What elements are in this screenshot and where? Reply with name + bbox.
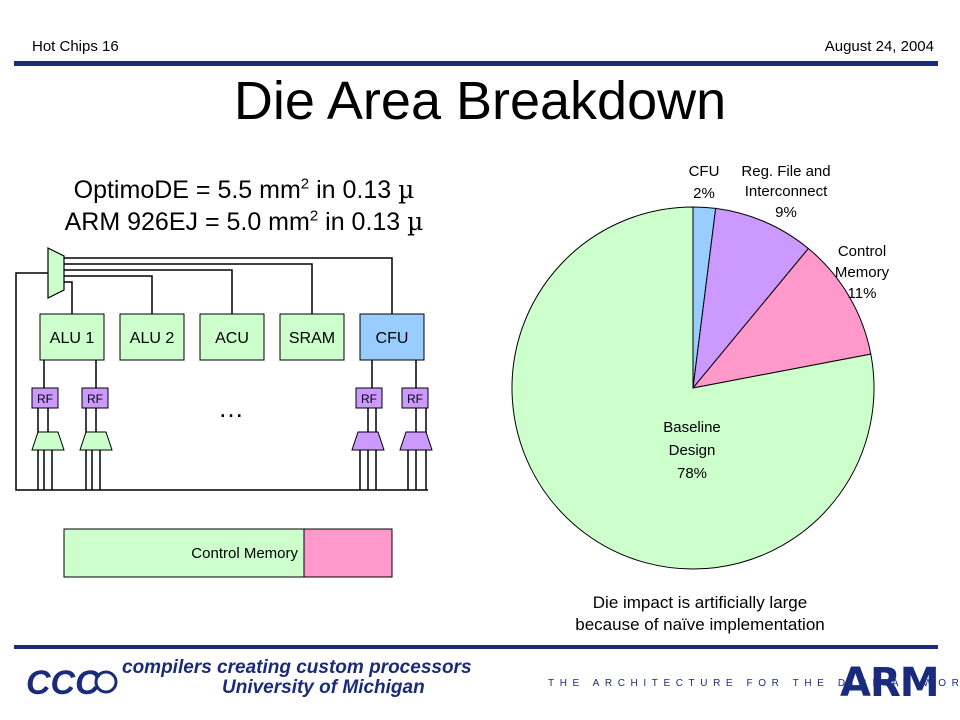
mux-small-1	[31, 431, 65, 451]
unit-cfu: CFU	[376, 330, 409, 347]
control-memory-extra	[303, 528, 393, 578]
ellipsis: …	[218, 393, 244, 423]
unit-acu-box	[199, 313, 265, 361]
arm-tagline: THE ARCHITECTURE FOR THE DIGITAL WORLD®	[548, 678, 960, 689]
unit-alu2: ALU 2	[130, 330, 175, 347]
ccc-logo: CCC	[26, 664, 118, 702]
pie-slice-baseline	[511, 206, 875, 570]
area-line-optimode: OptimoDE = 5.5 mm2 in 0.13 µ	[24, 175, 464, 205]
impact-note-line2: because of naïve implementation	[575, 615, 825, 634]
rf-label-2: RF	[87, 392, 103, 406]
label-cfu-pct: 2%	[693, 185, 715, 202]
mux-block	[47, 247, 65, 299]
hammer-sickle-icon	[94, 670, 118, 694]
rf-box-2	[81, 387, 109, 409]
mux-small-3	[351, 431, 385, 451]
pie-slices	[511, 206, 875, 570]
slide-title: Die Area Breakdown	[233, 71, 727, 131]
label-cfu-name: CFU	[689, 163, 720, 180]
area-line2-sup: 2	[309, 207, 319, 225]
rf-row: RF RF RF RF	[31, 387, 429, 409]
rf-label-1: RF	[37, 392, 53, 406]
rf-label-3: RF	[361, 392, 377, 406]
control-memory-base	[63, 528, 305, 578]
bus-lines	[15, 257, 428, 491]
label-control-pct: 11%	[848, 285, 877, 302]
unit-sram: SRAM	[289, 330, 335, 347]
label-regfile-line1: Reg. File and	[741, 163, 830, 180]
rf-muxes	[31, 431, 433, 451]
label-control-line1: Control	[838, 243, 886, 260]
footer-line1: compilers creating custom processors	[122, 657, 472, 678]
rf-label-4: RF	[407, 392, 423, 406]
unit-alu2-box	[119, 313, 185, 361]
rf-box-1	[31, 387, 59, 409]
control-memory-label: Control Memory	[191, 545, 298, 562]
label-baseline-pct: 78%	[677, 465, 707, 482]
unit-sram-box	[279, 313, 345, 361]
impact-note: Die impact is artificially large because…	[490, 592, 910, 636]
mux-small-2	[79, 431, 113, 451]
architecture-diagram: ALU 1 ALU 2 ACU SRAM CFU RF RF RF RF … C…	[15, 247, 433, 578]
area-line-arm: ARM 926EJ = 5.0 mm2 in 0.13 µ	[24, 207, 464, 237]
mux-small-4	[399, 431, 433, 451]
footer-text: compilers creating custom processors Uni…	[122, 658, 472, 698]
area-line1-suffix: in 0.13	[309, 176, 399, 204]
label-baseline-line1: Baseline	[663, 419, 721, 436]
label-control-line2: Memory	[835, 264, 890, 281]
rf-box-4	[401, 387, 429, 409]
pie-slice-regfile	[692, 207, 810, 390]
header-right: August 24, 2004	[824, 38, 934, 55]
impact-note-line1: Die impact is artificially large	[592, 593, 808, 612]
top-rule	[14, 61, 938, 66]
arm-logo: ARM	[840, 660, 940, 706]
die-area-pie-chart: CFU 2% Reg. File and Interconnect 9% Con…	[511, 163, 890, 570]
area-line1-sup: 2	[300, 175, 310, 193]
pie-labels: CFU 2% Reg. File and Interconnect 9% Con…	[663, 163, 889, 482]
unit-acu: ACU	[215, 330, 249, 347]
micro-symbol: µ	[407, 207, 424, 236]
header-left: Hot Chips 16	[32, 38, 119, 55]
footer-line2: University of Michigan	[222, 677, 425, 698]
area-line1-prefix: OptimoDE = 5.5 mm	[73, 176, 301, 204]
unit-alu1: ALU 1	[50, 330, 95, 347]
unit-cfu-box	[359, 313, 425, 361]
rf-box-3	[355, 387, 383, 409]
micro-symbol: µ	[398, 175, 415, 204]
label-regfile-pct: 9%	[775, 204, 797, 221]
bottom-rule	[14, 645, 938, 649]
unit-alu1-box	[39, 313, 105, 361]
unit-row: ALU 1 ALU 2 ACU SRAM CFU	[39, 313, 425, 361]
label-regfile-line2: Interconnect	[745, 183, 828, 200]
area-line2-prefix: ARM 926EJ = 5.0 mm	[64, 208, 310, 236]
label-baseline-line2: Design	[669, 442, 716, 459]
pie-slice-control	[691, 247, 872, 389]
area-line2-suffix: in 0.13	[318, 208, 408, 236]
ccc-logo-text: CCC	[26, 664, 100, 702]
